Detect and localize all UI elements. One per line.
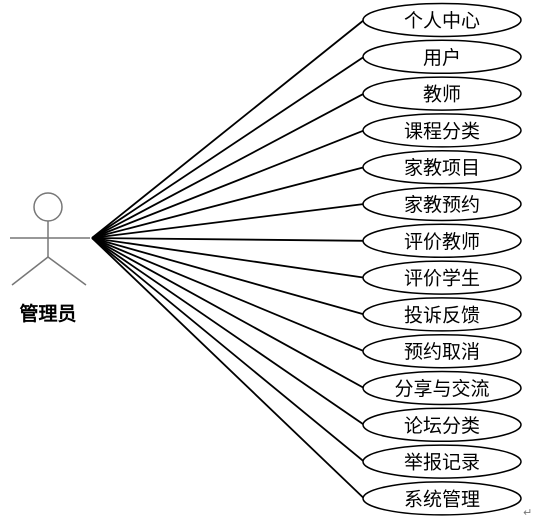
use-case: 家教预约 xyxy=(362,186,522,222)
paragraph-mark: ↵ xyxy=(523,506,532,519)
association-line xyxy=(91,19,365,239)
use-case-ellipse xyxy=(362,481,522,516)
use-case-ellipse xyxy=(362,407,522,443)
use-case: 论坛分类 xyxy=(362,407,522,443)
use-case-label: 分享与交流 xyxy=(394,378,489,400)
association-line xyxy=(91,56,365,239)
association-line xyxy=(91,237,365,500)
association-line xyxy=(91,237,365,389)
use-case-ellipse xyxy=(362,149,522,185)
association-line xyxy=(91,237,365,279)
association-lines xyxy=(91,19,365,500)
use-case: 举报记录 xyxy=(362,444,522,479)
use-case-ellipse xyxy=(362,2,522,38)
use-case-label: 评价教师 xyxy=(404,231,480,253)
use-case: 家教项目 xyxy=(362,149,522,185)
actor-figure xyxy=(10,192,90,286)
use-case-label: 举报记录 xyxy=(404,452,480,474)
use-case: 投诉反馈 xyxy=(362,297,522,332)
use-case-label: 用户 xyxy=(423,47,461,69)
association-line xyxy=(91,237,365,426)
use-case-ellipse xyxy=(362,297,522,332)
association-line xyxy=(91,237,365,242)
use-case-label: 个人中心 xyxy=(404,10,480,32)
association-line xyxy=(91,166,365,239)
use-case: 评价教师 xyxy=(362,223,522,259)
use-case: 分享与交流 xyxy=(362,370,522,406)
use-case: 系统管理 xyxy=(362,481,522,516)
actor-head xyxy=(33,192,63,222)
association-line xyxy=(91,203,365,239)
use-case-ellipse xyxy=(362,370,522,406)
use-case-label: 投诉反馈 xyxy=(404,304,480,326)
use-case-label: 评价学生 xyxy=(404,268,480,290)
association-line xyxy=(91,237,365,316)
association-line xyxy=(91,237,365,353)
use-case-label: 系统管理 xyxy=(404,488,480,510)
association-line xyxy=(91,92,365,239)
use-case-label: 家教预约 xyxy=(404,194,480,216)
use-case: 教师 xyxy=(362,76,522,111)
use-case-ellipse xyxy=(362,113,522,148)
use-case-ellipse xyxy=(362,39,522,75)
use-case-ellipse xyxy=(362,260,522,295)
use-case-ellipse xyxy=(362,444,522,479)
use-case-label: 论坛分类 xyxy=(404,415,480,437)
use-case: 评价学生 xyxy=(362,260,522,295)
use-case: 个人中心 xyxy=(362,2,522,38)
actor-right-leg xyxy=(47,256,87,286)
use-case-label: 预约取消 xyxy=(404,341,480,363)
use-case: 课程分类 xyxy=(362,113,522,148)
actor-label: 管理员 xyxy=(19,302,76,325)
use-case: 用户 xyxy=(362,39,522,75)
use-case: 预约取消 xyxy=(362,333,522,369)
use-case-label: 家教项目 xyxy=(404,157,480,179)
use-case-label: 课程分类 xyxy=(404,120,480,142)
use-case-list: 个人中心用户教师课程分类家教项目家教预约评价教师评价学生投诉反馈预约取消分享与交… xyxy=(362,2,522,516)
actor-left-leg xyxy=(11,256,49,286)
association-line xyxy=(91,237,365,463)
use-case-label: 教师 xyxy=(423,84,461,106)
association-line xyxy=(91,129,365,239)
use-case-ellipse xyxy=(362,223,522,259)
use-case-ellipse xyxy=(362,76,522,111)
use-case-ellipse xyxy=(362,186,522,222)
use-case-ellipse xyxy=(362,333,522,369)
